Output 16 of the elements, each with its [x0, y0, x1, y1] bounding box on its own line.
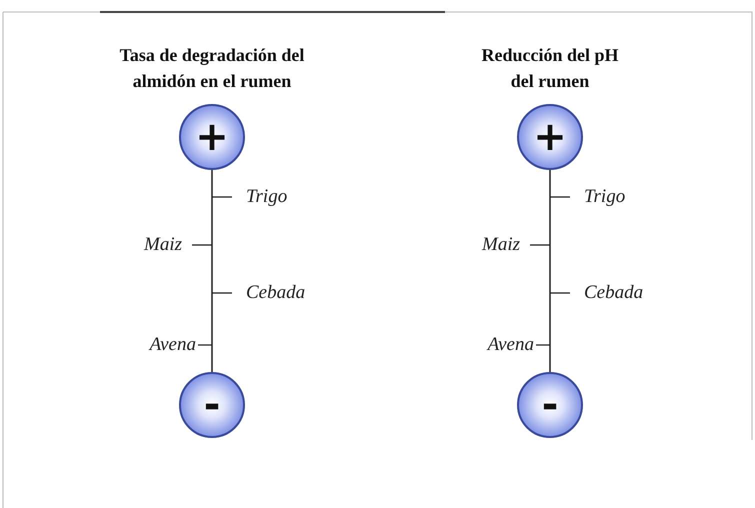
sign-circle: - [179, 372, 245, 438]
sign-circle: + [517, 104, 583, 170]
scale-label: Maiz [482, 234, 520, 256]
scale-title: Reducción del pH del rumen [480, 44, 620, 93]
scale-label: Cebada [584, 282, 644, 304]
sign-circle: - [517, 372, 583, 438]
sign-circle: + [179, 104, 245, 170]
scale-label: Cebada [246, 282, 306, 304]
scale-line [211, 170, 213, 372]
scale-label: Maiz [144, 234, 182, 256]
scale-label: Avena [488, 334, 534, 356]
scale-title: Tasa de degradación del almidón en el rumen [118, 44, 306, 93]
scale-label: Avena [150, 334, 196, 356]
scale-label: Trigo [584, 186, 626, 208]
scale-label: Trigo [246, 186, 288, 208]
scale-line [549, 170, 551, 372]
